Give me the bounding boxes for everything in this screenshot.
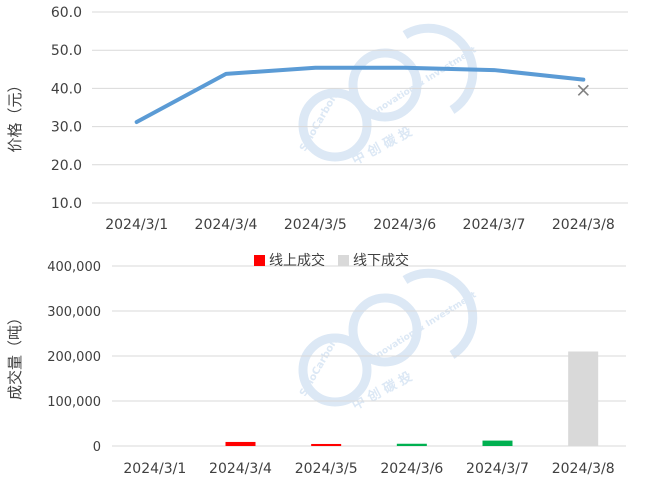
legend-label: 线下成交 (353, 252, 409, 269)
price-series-line (134, 65, 586, 125)
volume-y-tick: 0 (93, 440, 101, 455)
volume-bar (396, 443, 427, 446)
volume-y-tick: 300,000 (47, 305, 101, 320)
watermark-ring (298, 333, 372, 407)
price-x-tick: 2024/3/1 (105, 217, 168, 233)
volume-y-tick: 400,000 (47, 260, 101, 275)
volume-y-tick: 100,000 (47, 395, 101, 410)
legend-swatch (338, 255, 349, 266)
volume-bar (482, 440, 513, 446)
volume-y-tick-labels: 0 100,000 200,000 300,000 400,000 (47, 260, 101, 455)
price-y-tick: 40.0 (51, 81, 82, 97)
price-y-tick: 50.0 (51, 43, 82, 59)
volume-x-tick: 2024/3/6 (380, 461, 443, 477)
watermark-ring (348, 293, 422, 367)
price-y-tick: 30.0 (51, 120, 82, 136)
watermark-arc (402, 268, 478, 359)
price-x-tick: 2024/3/8 (552, 217, 615, 233)
price-x-tick: 2024/3/5 (284, 217, 347, 233)
volume-bar (311, 443, 342, 446)
volume-bar (225, 441, 256, 446)
price-y-tick-labels: 10.0 20.0 30.0 40.0 50.0 60.0 (51, 5, 82, 212)
volume-x-tick: 2024/3/7 (466, 461, 529, 477)
price-y-axis-label: 价格（元） (6, 77, 24, 152)
price-x-tick-labels: 2024/3/1 2024/3/4 2024/3/5 2024/3/6 2024/3/7… (105, 217, 615, 233)
price-y-tick: 60.0 (51, 5, 82, 21)
legend-label: 线上成交 (269, 252, 325, 269)
watermark-ring (298, 88, 372, 162)
volume-x-tick: 2024/3/8 (552, 461, 615, 477)
volume-legend: 线上成交 线下成交 (254, 252, 409, 269)
price-x-marker (577, 84, 589, 96)
price-markers (577, 84, 589, 96)
volume-y-axis-label: 成交量（吨） (6, 310, 24, 400)
watermark-ring (348, 48, 422, 122)
watermark-arc (402, 23, 478, 114)
volume-x-tick: 2024/3/1 (123, 461, 186, 477)
volume-x-tick: 2024/3/5 (295, 461, 358, 477)
price-x-tick: 2024/3/4 (195, 217, 258, 233)
volume-x-tick-labels: 2024/3/1 2024/3/4 2024/3/5 2024/3/6 2024/3/7… (123, 461, 614, 477)
volume-gridlines (112, 265, 626, 447)
price-series (134, 65, 586, 125)
volume-bars (225, 351, 599, 446)
price-y-tick: 10.0 (51, 196, 82, 212)
price-y-tick: 20.0 (51, 158, 82, 174)
volume-bar (568, 351, 599, 446)
price-gridlines (92, 11, 628, 204)
legend-swatch (254, 255, 265, 266)
volume-y-tick: 200,000 (47, 350, 101, 365)
volume-x-tick: 2024/3/4 (209, 461, 272, 477)
price-x-tick: 2024/3/6 (373, 217, 436, 233)
price-x-tick: 2024/3/7 (463, 217, 526, 233)
